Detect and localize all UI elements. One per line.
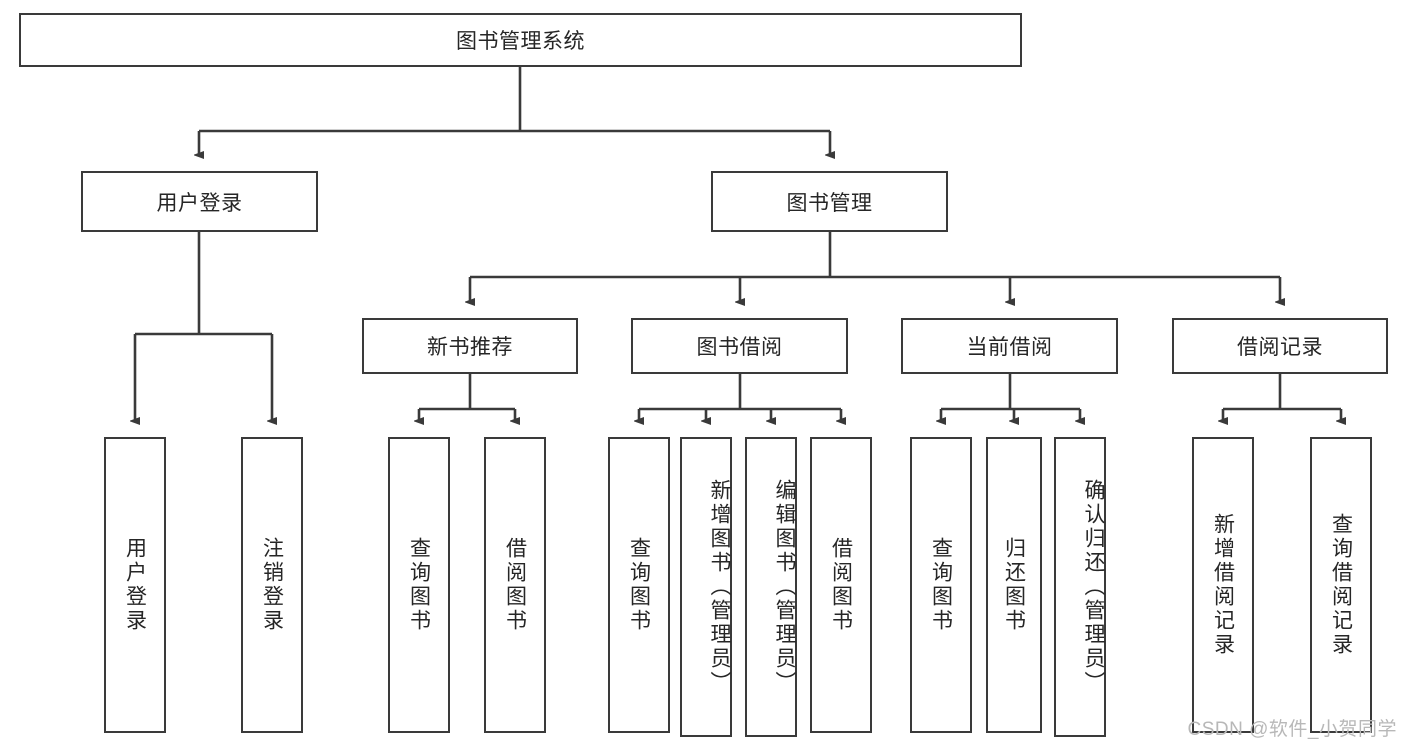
node-book-borrow-label: 图书借阅 bbox=[696, 336, 783, 359]
node-user-login[interactable]: 用户登录 bbox=[81, 171, 318, 232]
node-leaf-query-record[interactable]: 查询借阅记录 bbox=[1310, 437, 1372, 733]
node-new-book-rec[interactable]: 新书推荐 bbox=[362, 318, 578, 374]
node-leaf-confirm-return-label: 确认归还（管理员） bbox=[1082, 479, 1105, 695]
node-leaf-borrow-book-bb[interactable]: 借阅图书 bbox=[810, 437, 872, 733]
node-leaf-edit-book[interactable]: 编辑图书（管理员） bbox=[745, 437, 797, 737]
node-borrow-record[interactable]: 借阅记录 bbox=[1172, 318, 1388, 374]
node-leaf-borrow-book-rec[interactable]: 借阅图书 bbox=[484, 437, 546, 733]
node-current-borrow[interactable]: 当前借阅 bbox=[901, 318, 1118, 374]
node-leaf-borrow-book-bb-label: 借阅图书 bbox=[829, 537, 853, 633]
watermark-text: CSDN @软件_小贺同学 bbox=[1187, 719, 1397, 740]
node-leaf-logout[interactable]: 注销登录 bbox=[241, 437, 303, 733]
node-book-manage[interactable]: 图书管理 bbox=[711, 171, 948, 232]
node-leaf-query-book-cb[interactable]: 查询图书 bbox=[910, 437, 972, 733]
node-leaf-query-book-rec[interactable]: 查询图书 bbox=[388, 437, 450, 733]
node-book-borrow[interactable]: 图书借阅 bbox=[631, 318, 848, 374]
node-root-label: 图书管理系统 bbox=[456, 30, 585, 53]
node-book-manage-label: 图书管理 bbox=[786, 191, 873, 215]
node-leaf-return-book[interactable]: 归还图书 bbox=[986, 437, 1042, 733]
node-leaf-add-book-label: 新增图书（管理员） bbox=[708, 479, 731, 695]
node-leaf-add-record[interactable]: 新增借阅记录 bbox=[1192, 437, 1254, 733]
node-leaf-borrow-book-rec-label: 借阅图书 bbox=[503, 537, 527, 633]
node-new-book-rec-label: 新书推荐 bbox=[427, 336, 513, 359]
node-leaf-query-book-rec-label: 查询图书 bbox=[407, 537, 431, 633]
node-leaf-edit-book-label: 编辑图书（管理员） bbox=[773, 479, 796, 695]
node-leaf-add-book[interactable]: 新增图书（管理员） bbox=[680, 437, 732, 737]
node-current-borrow-label: 当前借阅 bbox=[966, 336, 1053, 359]
node-borrow-record-label: 借阅记录 bbox=[1237, 336, 1323, 359]
node-leaf-logout-label: 注销登录 bbox=[260, 537, 284, 633]
node-leaf-query-book-cb-label: 查询图书 bbox=[929, 537, 953, 633]
node-leaf-user-login[interactable]: 用户登录 bbox=[104, 437, 166, 733]
node-leaf-query-book-bb[interactable]: 查询图书 bbox=[608, 437, 670, 733]
node-leaf-add-record-label: 新增借阅记录 bbox=[1211, 513, 1235, 657]
node-leaf-user-login-label: 用户登录 bbox=[123, 537, 147, 633]
node-root[interactable]: 图书管理系统 bbox=[19, 13, 1022, 67]
node-user-login-label: 用户登录 bbox=[156, 191, 243, 215]
node-leaf-query-record-label: 查询借阅记录 bbox=[1329, 513, 1353, 657]
node-leaf-return-book-label: 归还图书 bbox=[1002, 537, 1026, 633]
node-leaf-confirm-return[interactable]: 确认归还（管理员） bbox=[1054, 437, 1106, 737]
node-leaf-query-book-bb-label: 查询图书 bbox=[627, 537, 651, 633]
